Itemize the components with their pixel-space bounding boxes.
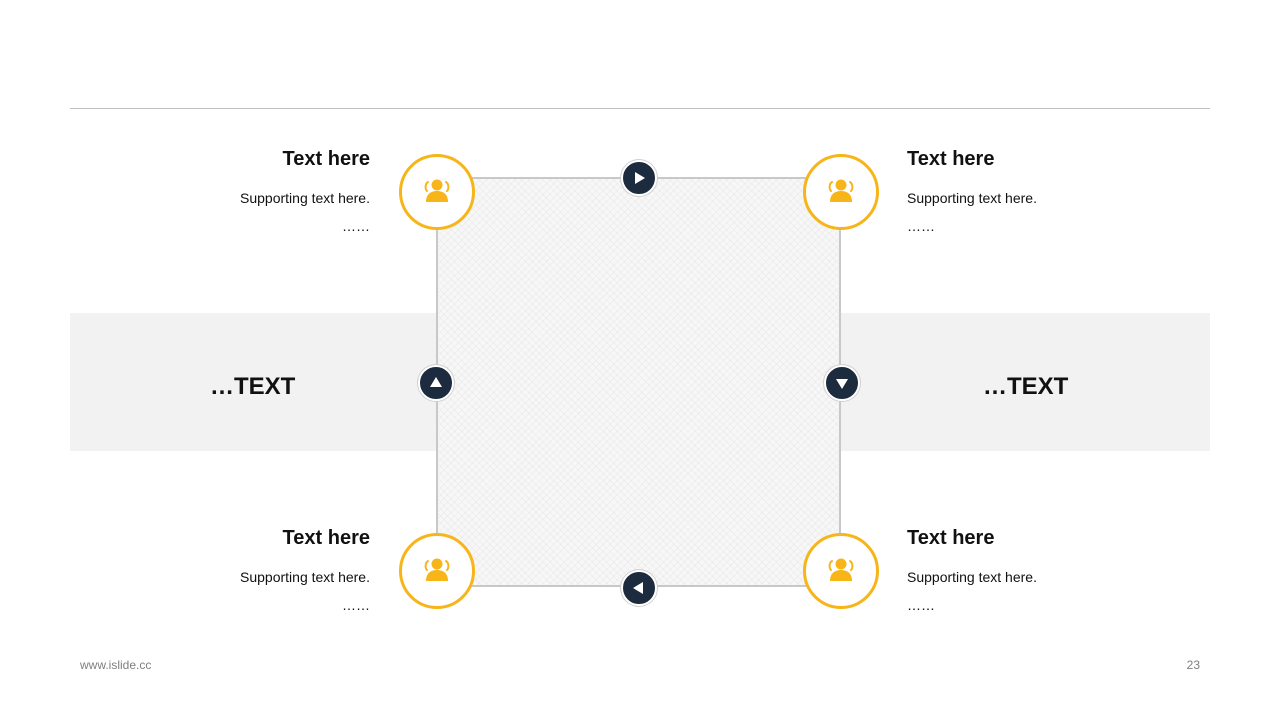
- node-bottom-left: [399, 533, 475, 609]
- item-ellipsis: ……: [342, 218, 370, 234]
- band-right-text: …TEXT: [983, 373, 1069, 400]
- play-up-icon: [430, 377, 442, 387]
- arrow-bottom: [621, 570, 657, 606]
- item-support-text: Supporting text here.: [240, 190, 370, 206]
- node-bottom-right: [803, 533, 879, 609]
- page-number: 23: [1186, 658, 1200, 672]
- node-top-right: [803, 154, 879, 230]
- users-icon: [828, 179, 854, 202]
- item-support-text: Supporting text here.: [907, 190, 1037, 206]
- item-title: Text here: [907, 148, 995, 170]
- play-down-icon: [836, 379, 848, 389]
- item-support-text: Supporting text here.: [240, 569, 370, 585]
- band-left-text: …TEXT: [210, 373, 296, 400]
- item-title: Text here: [282, 148, 370, 170]
- node-top-left: [399, 154, 475, 230]
- item-title: Text here: [282, 527, 370, 549]
- item-title: Text here: [907, 527, 995, 549]
- item-ellipsis: ……: [342, 597, 370, 613]
- arrow-left: [418, 365, 454, 401]
- users-icon: [828, 558, 854, 581]
- play-right-icon: [635, 172, 645, 184]
- item-ellipsis: ……: [907, 597, 935, 613]
- users-icon: [424, 558, 450, 581]
- cycle-frame: [436, 177, 841, 587]
- footer-website: www.islide.cc: [80, 658, 152, 672]
- play-left-icon: [633, 582, 643, 594]
- arrow-right: [824, 365, 860, 401]
- item-support-text: Supporting text here.: [907, 569, 1037, 585]
- users-icon: [424, 179, 450, 202]
- arrow-top: [621, 160, 657, 196]
- item-ellipsis: ……: [907, 218, 935, 234]
- top-divider: [70, 108, 1210, 109]
